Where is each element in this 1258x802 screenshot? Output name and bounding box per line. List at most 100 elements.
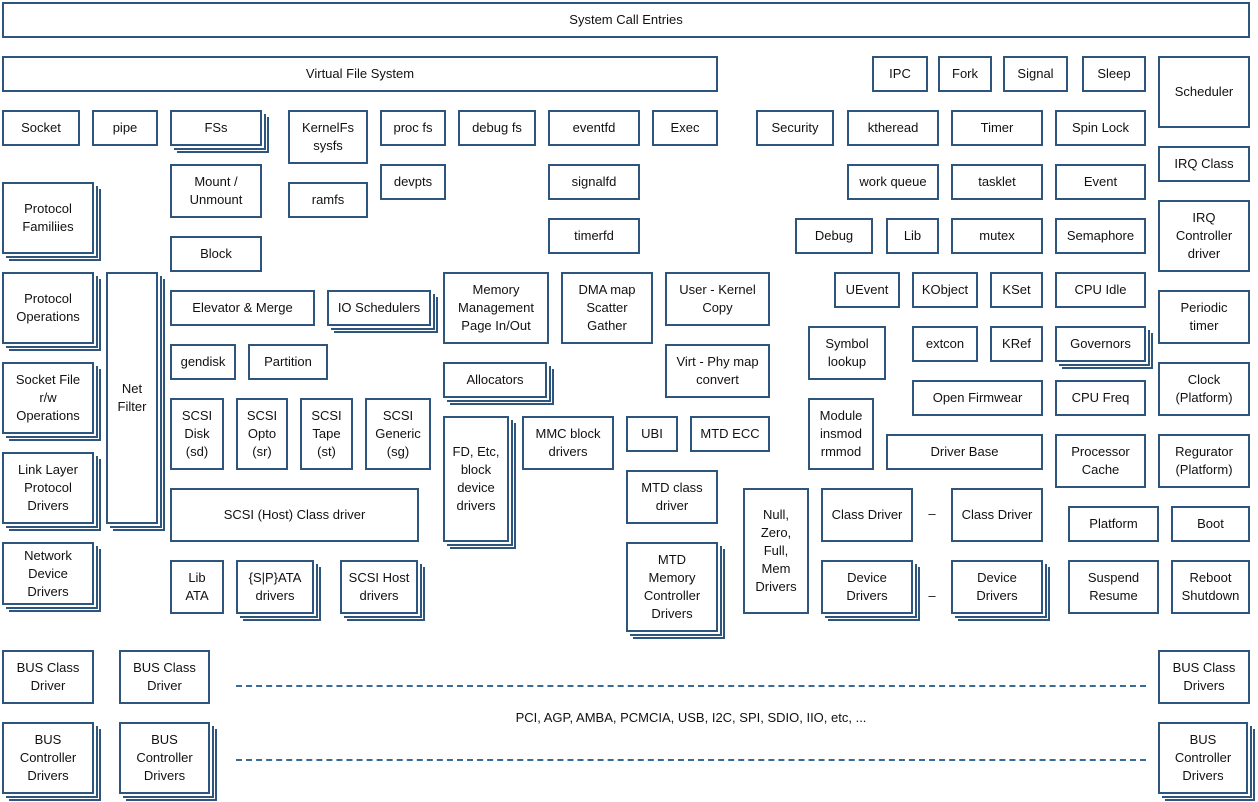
bus-controller-dashed-line xyxy=(236,759,1146,761)
box-socket: Socket xyxy=(2,110,80,146)
box-driver-base: Driver Base xyxy=(886,434,1043,470)
box-regulator-platform: Regurator (Platform) xyxy=(1158,434,1250,488)
box-sp-ata-drivers: {S|P}ATA drivers xyxy=(236,560,314,614)
box-class-driver-1: Class Driver xyxy=(821,488,913,542)
box-suspend-resume: Suspend Resume xyxy=(1068,560,1159,614)
box-mutex: mutex xyxy=(951,218,1043,254)
box-debugfs: debug fs xyxy=(458,110,536,146)
box-signalfd: signalfd xyxy=(548,164,640,200)
box-system-call-entries: System Call Entries xyxy=(2,2,1250,38)
box-kobject: KObject xyxy=(912,272,978,308)
box-timer: Timer xyxy=(951,110,1043,146)
box-eventfd: eventfd xyxy=(548,110,640,146)
box-module-insmod: Module insmod rmmod xyxy=(808,398,874,470)
box-open-firmware: Open Firmwear xyxy=(912,380,1043,416)
box-scsi-disk: SCSI Disk (sd) xyxy=(170,398,224,470)
box-bus-controller-drivers-right: BUS Controller Drivers xyxy=(1158,722,1248,794)
box-mtd-class-driver: MTD class driver xyxy=(626,470,718,524)
box-platform: Platform xyxy=(1068,506,1159,542)
box-scsi-generic: SCSI Generic (sg) xyxy=(365,398,431,470)
box-mtd-ecc: MTD ECC xyxy=(690,416,770,452)
box-fd-block-device-drivers: FD, Etc, block device drivers xyxy=(443,416,509,542)
box-bus-controller-drivers-2: BUS Controller Drivers xyxy=(119,722,210,794)
box-io-schedulers: IO Schedulers xyxy=(327,290,431,326)
box-reboot-shutdown: Reboot Shutdown xyxy=(1171,560,1250,614)
box-extcon: extcon xyxy=(912,326,978,362)
box-work-queue: work queue xyxy=(847,164,939,200)
box-dma-map: DMA map Scatter Gather xyxy=(561,272,653,344)
box-irq-class: IRQ Class xyxy=(1158,146,1250,182)
box-tasklet: tasklet xyxy=(951,164,1043,200)
box-boot: Boot xyxy=(1171,506,1250,542)
box-uevent: UEvent xyxy=(834,272,900,308)
box-kset: KSet xyxy=(990,272,1043,308)
box-mount-unmount: Mount / Unmount xyxy=(170,164,262,218)
box-scsi-opto: SCSI Opto (sr) xyxy=(236,398,288,470)
box-irq-controller-driver: IRQ Controller driver xyxy=(1158,200,1250,272)
box-fss: FSs xyxy=(170,110,262,146)
box-device-drivers-1: Device Drivers xyxy=(821,560,913,614)
box-symbol-lookup: Symbol lookup xyxy=(808,326,886,380)
box-network-device-drivers: Network Device Drivers xyxy=(2,542,94,605)
box-ubi: UBI xyxy=(626,416,678,452)
box-bus-class-drivers-right: BUS Class Drivers xyxy=(1158,650,1250,704)
box-kernelfs-sysfs: KernelFs sysfs xyxy=(288,110,368,164)
box-user-kernel-copy: User - Kernel Copy xyxy=(665,272,770,326)
box-device-drivers-2: Device Drivers xyxy=(951,560,1043,614)
connector-device-drivers: – xyxy=(928,588,936,603)
box-memory-management: Memory Management Page In/Out xyxy=(443,272,549,344)
box-link-layer-protocol-drivers: Link Layer Protocol Drivers xyxy=(2,452,94,524)
bus-types-label: PCI, AGP, AMBA, PCMCIA, USB, I2C, SPI, S… xyxy=(515,710,867,725)
box-event: Event xyxy=(1055,164,1146,200)
box-null-zero-full-mem-drivers: Null, Zero, Full, Mem Drivers xyxy=(743,488,809,614)
box-elevator-merge: Elevator & Merge xyxy=(170,290,315,326)
box-ramfs: ramfs xyxy=(288,182,368,218)
box-periodic-timer: Periodic timer xyxy=(1158,290,1250,344)
box-exec: Exec xyxy=(652,110,718,146)
box-lib: Lib xyxy=(886,218,939,254)
box-devpts: devpts xyxy=(380,164,446,200)
box-kref: KRef xyxy=(990,326,1043,362)
box-block: Block xyxy=(170,236,262,272)
box-kthread: ktheread xyxy=(847,110,939,146)
box-gendisk: gendisk xyxy=(170,344,236,380)
box-cpu-freq: CPU Freq xyxy=(1055,380,1146,416)
box-clock-platform: Clock (Platform) xyxy=(1158,362,1250,416)
box-scsi-tape: SCSI Tape (st) xyxy=(300,398,353,470)
box-scsi-host-drivers: SCSI Host drivers xyxy=(340,560,418,614)
bus-class-dashed-line xyxy=(236,685,1146,687)
box-sleep: Sleep xyxy=(1082,56,1146,92)
box-socket-file-ops: Socket File r/w Operations xyxy=(2,362,94,434)
box-security: Security xyxy=(756,110,834,146)
box-semaphore: Semaphore xyxy=(1055,218,1146,254)
box-procfs: proc fs xyxy=(380,110,446,146)
box-mtd-memory-controller-drivers: MTD Memory Controller Drivers xyxy=(626,542,718,632)
connector-class-drivers: – xyxy=(928,506,936,521)
box-scheduler: Scheduler xyxy=(1158,56,1250,128)
box-timerfd: timerfd xyxy=(548,218,640,254)
box-protocol-operations: Protocol Operations xyxy=(2,272,94,344)
box-virtual-file-system: Virtual File System xyxy=(2,56,718,92)
box-bus-class-driver-2: BUS Class Driver xyxy=(119,650,210,704)
box-net-filter: Net Filter xyxy=(106,272,158,524)
box-lib-ata: Lib ATA xyxy=(170,560,224,614)
box-virt-phy-map: Virt - Phy map convert xyxy=(665,344,770,398)
box-debug: Debug xyxy=(795,218,873,254)
box-ipc: IPC xyxy=(872,56,928,92)
box-governors: Governors xyxy=(1055,326,1146,362)
box-bus-controller-drivers-1: BUS Controller Drivers xyxy=(2,722,94,794)
box-mmc-block-drivers: MMC block drivers xyxy=(522,416,614,470)
box-class-driver-2: Class Driver xyxy=(951,488,1043,542)
box-partition: Partition xyxy=(248,344,328,380)
box-bus-class-driver-1: BUS Class Driver xyxy=(2,650,94,704)
box-cpu-idle: CPU Idle xyxy=(1055,272,1146,308)
box-scsi-host-class-driver: SCSI (Host) Class driver xyxy=(170,488,419,542)
box-signal: Signal xyxy=(1003,56,1068,92)
box-protocol-families: Protocol Familiies xyxy=(2,182,94,254)
box-pipe: pipe xyxy=(92,110,158,146)
box-spin-lock: Spin Lock xyxy=(1055,110,1146,146)
box-allocators: Allocators xyxy=(443,362,547,398)
box-processor-cache: Processor Cache xyxy=(1055,434,1146,488)
box-fork: Fork xyxy=(938,56,992,92)
